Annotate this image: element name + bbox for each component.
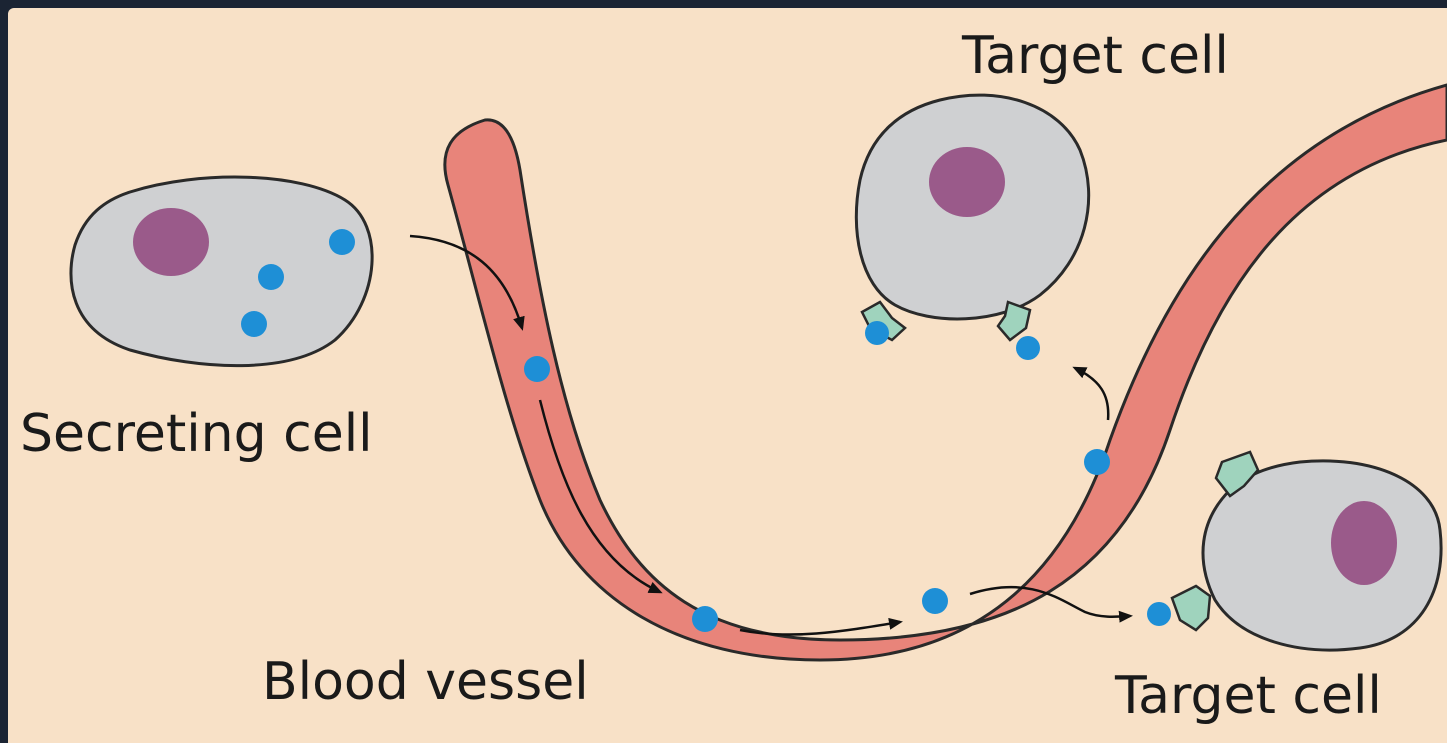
- hormone-dot-icon: [524, 356, 550, 382]
- hormone-dot-icon: [692, 606, 718, 632]
- nucleus: [929, 147, 1005, 217]
- hormone-dot-icon: [1147, 602, 1171, 626]
- target-cell-bottom-label: Target cell: [1115, 666, 1382, 726]
- blood-vessel-label: Blood vessel: [262, 652, 589, 712]
- secreting-cell-icon: [71, 177, 372, 366]
- hormone-dot-icon: [329, 229, 355, 255]
- hormone-dot-icon: [1016, 336, 1040, 360]
- hormone-dot-icon: [865, 321, 889, 345]
- flow-arrow-icon: [740, 622, 900, 635]
- receptor-icon: [1172, 586, 1210, 630]
- target-cell-top-label: Target cell: [962, 26, 1229, 86]
- nucleus: [133, 208, 209, 276]
- target-cell-icon: [1147, 452, 1441, 650]
- flow-arrow-icon: [1075, 368, 1108, 420]
- hormone-dot-icon: [258, 264, 284, 290]
- secreting-cell-label: Secreting cell: [20, 404, 373, 464]
- target-cell-icon: [856, 95, 1088, 360]
- nucleus: [1331, 501, 1397, 585]
- hormone-dot-icon: [922, 588, 948, 614]
- hormone-dot-icon: [1084, 449, 1110, 475]
- hormone-dot-icon: [241, 311, 267, 337]
